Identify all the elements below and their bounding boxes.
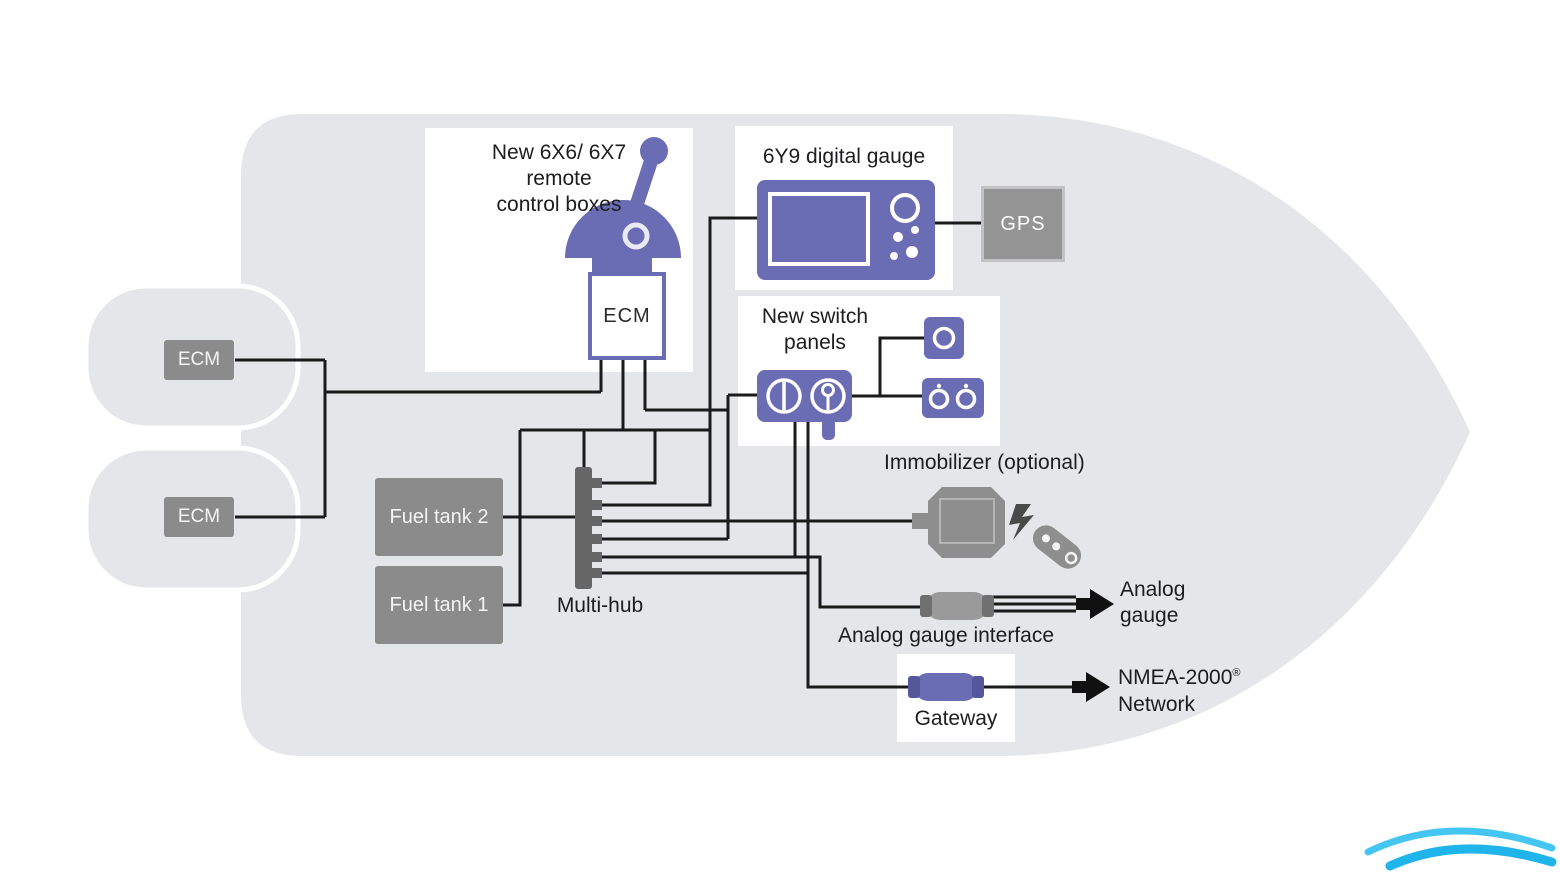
fuel-tank-1: Fuel tank 1 [375,566,503,644]
gateway-module-icon [908,673,984,701]
ignition-key-icon [810,378,846,414]
remote-control-label: New 6X6/ 6X7 remote control boxes [491,141,627,216]
switch-box-single-icon [924,317,964,359]
line-gauge-feed [592,216,757,507]
line-analog-output [992,595,1076,613]
multi-hub-label: Multi-hub [556,594,644,617]
throttle-lever-icon [565,137,681,274]
line-engine-ecms-to-controlbox [235,358,601,519]
line-to-gateway [592,422,1072,689]
connection-lines [235,216,1076,689]
nmea-network-label: NMEA-2000® Network [1118,660,1241,718]
line-switch-panel-feed [592,393,757,541]
gauge-screen-icon [768,192,870,266]
analog-interface-label: Analog gauge interface [838,624,1054,647]
analog-interface-icon [920,592,994,620]
key-fob-icon [1032,525,1082,569]
line-to-analog-interface [592,422,926,609]
switch-panels-label: New switch panels [761,305,869,354]
immobilizer-icon [912,487,1082,569]
wave-watermark-icon [1364,827,1557,871]
engine-ecm-top: ECM [164,340,234,380]
fuel-tank-2: Fuel tank 2 [375,478,503,556]
nmea-name: NMEA-2000 [1118,666,1233,689]
switch-dial-icon [766,378,802,414]
switch-box-double-icon [922,378,984,418]
line-switch-to-boxes [852,336,924,398]
line-controlbox-pins [599,360,647,430]
line-hub-top-connector [592,430,657,485]
registered-mark: ® [1232,667,1241,679]
nmea-network: Network [1118,693,1196,716]
analog-gauge-label: Analog gauge [1120,578,1186,627]
line-bus [503,428,710,607]
engine-ecm-bottom: ECM [164,497,234,537]
gateway-label: Gateway [914,707,998,730]
gateway-arrow-icon [1072,672,1110,702]
analog-arrow-icon [1076,589,1114,619]
digital-gauge-icon [757,180,935,280]
immobilizer-label: Immobilizer (optional) [884,451,1085,474]
gps-unit: GPS [981,186,1065,262]
digital-gauge-label: 6Y9 digital gauge [762,145,926,168]
controlbox-ecm: ECM [588,272,666,360]
switch-panel-icon [757,370,852,440]
lightning-icon [1009,504,1034,540]
multi-hub-icon [575,467,602,589]
